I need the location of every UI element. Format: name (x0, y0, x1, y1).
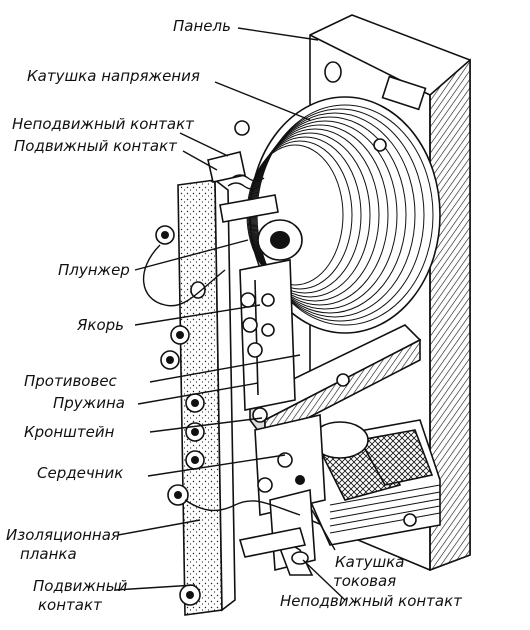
label-insulating-strip-2: планка (20, 545, 77, 563)
label-moving-contact-bottom-2: контакт (38, 596, 103, 614)
label-fixed-contact-bottom: Неподвижный контакт (280, 592, 463, 610)
label-bracket: Кронштейн (24, 423, 115, 441)
label-current-coil: Катушка (335, 553, 404, 571)
label-moving-contact-bottom: Подвижный (33, 577, 128, 595)
current-coil (309, 419, 441, 546)
label-fixed-contact-top: Неподвижный контакт (12, 115, 195, 133)
label-moving-contact-top: Подвижный контакт (14, 137, 178, 155)
label-core: Сердечник (37, 464, 123, 482)
mounting-hole (324, 61, 342, 83)
label-voltage-coil: Катушка напряжения (27, 67, 200, 85)
label-plunger: Плунжер (58, 261, 130, 279)
voltage-coil (246, 96, 441, 334)
label-armature: Якорь (76, 316, 124, 334)
labels: Панель Катушка напряжения Неподвижный ко… (6, 17, 463, 614)
label-spring: Пружина (53, 394, 125, 412)
label-panel: Панель (173, 17, 231, 35)
label-current-coil-2: токовая (333, 572, 396, 590)
label-insulating-strip: Изоляционная (6, 526, 120, 544)
armature (239, 259, 296, 411)
label-counterweight: Противовес (24, 372, 118, 390)
bottom-contacts (238, 527, 309, 565)
top-contacts (207, 151, 279, 223)
terminal-screws (155, 120, 417, 606)
leader-lines (114, 27, 346, 601)
nameplate (381, 75, 427, 111)
